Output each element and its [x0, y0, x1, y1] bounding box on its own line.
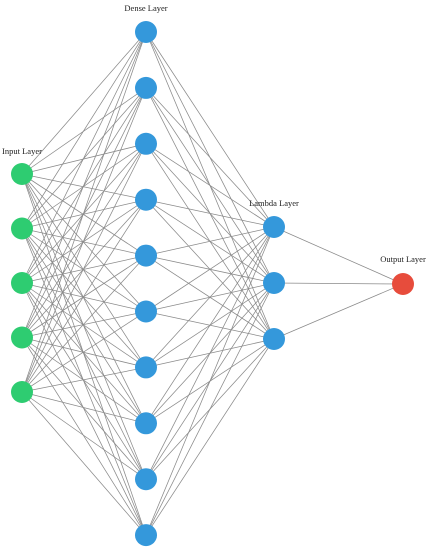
edge-dense-9-to-lambda-1: [145, 282, 275, 536]
dense-node-4: [135, 188, 157, 211]
dense-node-7: [135, 356, 157, 379]
edge-input-4-to-dense-1: [21, 87, 147, 393]
edge-dense-8-to-lambda-0: [145, 226, 275, 480]
edge-dense-4-to-lambda-0: [145, 226, 275, 256]
edge-input-2-to-dense-6: [21, 282, 147, 368]
edge-input-1-to-dense-4: [21, 228, 147, 256]
edge-dense-0-to-lambda-0: [145, 31, 275, 228]
edge-lambda-2-to-output-0: [273, 283, 404, 340]
output-node-1: [392, 273, 414, 295]
edge-input-1-to-dense-5: [21, 228, 147, 312]
edge-input-0-to-dense-4: [21, 173, 147, 256]
edge-dense-3-to-lambda-0: [145, 199, 275, 228]
edge-dense-1-to-lambda-0: [145, 87, 275, 228]
edge-input-2-to-dense-8: [21, 282, 147, 480]
edge-input-1-to-dense-6: [21, 228, 147, 368]
layer-labels: Input Layer Dense Layer Lambda Layer Out…: [2, 3, 426, 264]
edge-input-2-to-dense-5: [21, 282, 147, 312]
edge-input-4-to-dense-9: [21, 391, 147, 536]
edge-input-3-to-dense-4: [21, 255, 147, 338]
input-node-1: [11, 163, 33, 185]
dense-node-5: [135, 244, 157, 267]
edge-input-2-to-dense-3: [21, 199, 147, 284]
dense-node-2: [135, 76, 157, 99]
edge-input-2-to-dense-9: [21, 282, 147, 536]
edge-input-0-to-dense-6: [21, 173, 147, 368]
edge-input-1-to-dense-0: [21, 31, 147, 229]
input-node-2: [11, 217, 33, 240]
output-layer-label: Output Layer: [380, 254, 426, 264]
edge-input-0-to-dense-0: [21, 31, 147, 175]
edge-input-4-to-dense-6: [21, 367, 147, 393]
edge-dense-2-to-lambda-0: [145, 143, 275, 228]
lambda-node-1: [263, 216, 285, 238]
lambda-layer-label: Lambda Layer: [249, 198, 299, 208]
input-node-5: [11, 381, 33, 403]
edge-input-3-to-dense-8: [21, 337, 147, 480]
edge-dense-5-to-lambda-0: [145, 226, 275, 312]
edge-dense-9-to-lambda-0: [145, 226, 275, 536]
edge-input-2-to-dense-7: [21, 282, 147, 424]
edge-input-2-to-dense-0: [21, 31, 147, 284]
connection-lines: [21, 31, 404, 536]
lambda-node-3: [263, 328, 285, 350]
edge-lambda-1-to-output-0: [273, 282, 404, 285]
edge-input-4-to-dense-2: [21, 143, 147, 393]
edge-input-3-to-dense-5: [21, 311, 147, 338]
edge-input-1-to-dense-7: [21, 228, 147, 424]
edge-input-4-to-dense-3: [21, 199, 147, 393]
edge-input-4-to-dense-5: [21, 311, 147, 393]
dense-node-1: [135, 21, 157, 43]
edge-input-3-to-dense-0: [21, 31, 147, 338]
lambda-node-2: [263, 272, 285, 294]
dense-node-10: [135, 524, 157, 547]
edge-input-0-to-dense-8: [21, 173, 147, 480]
edge-lambda-0-to-output-0: [273, 226, 404, 285]
edge-input-4-to-dense-7: [21, 391, 147, 424]
dense-node-8: [135, 412, 157, 435]
edge-input-1-to-dense-8: [21, 228, 147, 480]
edge-input-4-to-dense-4: [21, 255, 147, 393]
edge-input-4-to-dense-0: [21, 31, 147, 393]
dense-node-9: [135, 468, 157, 491]
edge-input-3-to-dense-7: [21, 337, 147, 424]
input-layer-label: Input Layer: [2, 146, 42, 156]
neuron-nodes: [11, 21, 414, 547]
edge-input-0-to-dense-5: [21, 173, 147, 312]
dense-layer-label: Dense Layer: [124, 3, 167, 13]
edge-input-2-to-dense-4: [21, 255, 147, 284]
edge-input-1-to-dense-2: [21, 143, 147, 229]
input-node-4: [11, 326, 33, 349]
edge-input-3-to-dense-9: [21, 337, 147, 536]
edge-dense-7-to-lambda-0: [145, 226, 275, 424]
edge-dense-6-to-lambda-0: [145, 226, 275, 368]
edge-input-4-to-dense-8: [21, 391, 147, 480]
edge-dense-9-to-lambda-2: [145, 338, 275, 536]
dense-node-3: [135, 132, 157, 155]
edge-input-0-to-dense-3: [21, 173, 147, 201]
edge-input-1-to-dense-3: [21, 199, 147, 229]
input-node-3: [11, 272, 33, 294]
dense-node-6: [135, 300, 157, 323]
edge-input-0-to-dense-7: [21, 173, 147, 424]
edge-input-0-to-dense-2: [21, 143, 147, 175]
edge-input-3-to-dense-6: [21, 337, 147, 368]
